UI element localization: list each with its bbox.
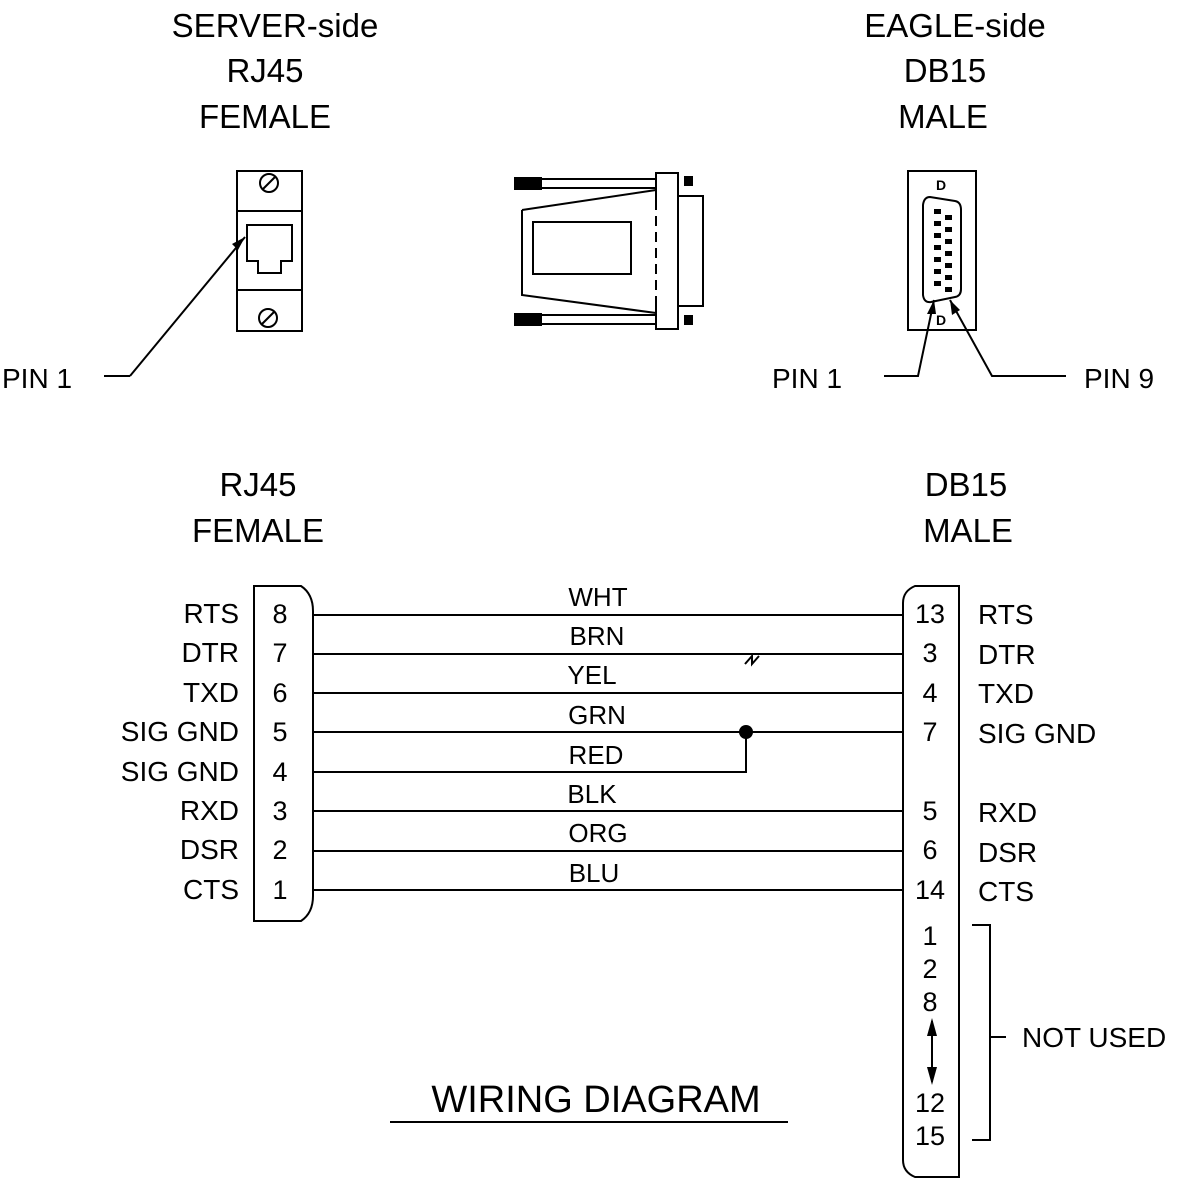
wire-row: TXD 6 YEL 4 TXD bbox=[183, 660, 1034, 709]
left-signal-label: DSR bbox=[180, 834, 239, 865]
server-header-line-1: SERVER-side bbox=[172, 7, 379, 44]
wire-row: CTS 1 BLU 14 CTS bbox=[183, 858, 1034, 907]
wire-color-label: ORG bbox=[568, 818, 627, 848]
db15-pin9-label: PIN 9 bbox=[1084, 363, 1154, 394]
right-pin-number: 4 bbox=[922, 678, 937, 708]
right-signal-label: DSR bbox=[978, 837, 1037, 868]
wire-color-label: BRN bbox=[570, 621, 625, 651]
left-signal-label: DTR bbox=[181, 637, 239, 668]
range-arrow-icon bbox=[927, 1018, 937, 1085]
eagle-header-line-1: EAGLE-side bbox=[864, 7, 1046, 44]
unused-pins-group: 1 2 8 12 15 NOT USED bbox=[915, 921, 1166, 1151]
left-pin-number: 7 bbox=[272, 638, 287, 668]
left-pin-number: 5 bbox=[272, 717, 287, 747]
right-pin-number: 14 bbox=[915, 875, 945, 905]
unused-pin-number: 15 bbox=[915, 1121, 945, 1151]
right-pin-number: 3 bbox=[922, 638, 937, 668]
left-signal-label: RXD bbox=[180, 795, 239, 826]
db15-pin-block bbox=[902, 585, 960, 1178]
rj45-port-icon bbox=[246, 224, 293, 274]
left-pin-number: 1 bbox=[272, 875, 287, 905]
wiring-right-header-line-2: MALE bbox=[923, 512, 1013, 549]
left-pin-number: 6 bbox=[272, 678, 287, 708]
left-pin-number: 4 bbox=[272, 757, 287, 787]
ground-junction-dot bbox=[739, 725, 753, 739]
db15-connector-drawing: D D PIN 1 PIN 9 bbox=[772, 170, 1154, 394]
unused-pin-number: 12 bbox=[915, 1088, 945, 1118]
not-used-bracket bbox=[972, 924, 991, 1141]
db15-pin1-label: PIN 1 bbox=[772, 363, 842, 394]
right-pin-number: 13 bbox=[915, 599, 945, 629]
right-signal-label: SIG GND bbox=[978, 718, 1096, 749]
db15-pin-grid bbox=[934, 209, 952, 292]
wire-color-label: GRN bbox=[568, 700, 626, 730]
adapter-drawing bbox=[514, 172, 704, 330]
right-signal-label: RTS bbox=[978, 599, 1034, 630]
wire-row: DTR 7 BRN 3 DTR bbox=[181, 621, 1035, 670]
stray-mark bbox=[744, 653, 760, 667]
wire-row: SIG GND 5 GRN 7 SIG GND bbox=[121, 700, 1096, 749]
server-header-line-2: RJ45 bbox=[226, 52, 303, 89]
wiring-left-header-line-1: RJ45 bbox=[219, 466, 296, 503]
svg-text:D: D bbox=[936, 177, 946, 193]
left-signal-label: TXD bbox=[183, 677, 239, 708]
wire-color-label: WHT bbox=[568, 582, 627, 612]
left-pin-number: 3 bbox=[272, 796, 287, 826]
svg-text:D: D bbox=[936, 312, 946, 328]
rj45-jack-drawing: PIN 1 bbox=[2, 170, 303, 394]
right-signal-label: CTS bbox=[978, 876, 1034, 907]
not-used-label: NOT USED bbox=[1022, 1022, 1166, 1053]
wire-color-label: BLK bbox=[567, 779, 617, 809]
left-signal-label: RTS bbox=[184, 598, 240, 629]
wire-color-label: YEL bbox=[567, 660, 616, 690]
wire-row: RXD 3 BLK 5 RXD bbox=[180, 779, 1037, 828]
server-header-line-3: FEMALE bbox=[199, 98, 331, 135]
wiring-right-header-line-1: DB15 bbox=[925, 466, 1008, 503]
right-signal-label: RXD bbox=[978, 797, 1037, 828]
wire-row: SIG GND 4 RED bbox=[121, 732, 747, 787]
right-pin-number: 5 bbox=[922, 796, 937, 826]
server-side-header: SERVER-side RJ45 FEMALE bbox=[172, 7, 379, 135]
left-signal-label: SIG GND bbox=[121, 756, 239, 787]
left-pin-number: 8 bbox=[272, 599, 287, 629]
screw-icon bbox=[259, 173, 279, 193]
wire-row: RTS 8 WHT 13 RTS bbox=[184, 582, 1034, 630]
right-signal-label: TXD bbox=[978, 678, 1034, 709]
eagle-side-header: EAGLE-side DB15 MALE bbox=[864, 7, 1046, 135]
unused-pin-number: 8 bbox=[922, 987, 937, 1017]
wire-color-label: BLU bbox=[569, 858, 620, 888]
left-signal-label: SIG GND bbox=[121, 716, 239, 747]
screw-icon bbox=[258, 308, 278, 328]
rj45-pin-block bbox=[253, 585, 314, 922]
left-signal-label: CTS bbox=[183, 874, 239, 905]
wire-row: DSR 2 ORG 6 DSR bbox=[180, 818, 1037, 868]
right-pin-number: 6 bbox=[922, 835, 937, 865]
unused-pin-number: 1 bbox=[922, 921, 937, 951]
wiring-left-header-line-2: FEMALE bbox=[192, 512, 324, 549]
right-pin-number: 7 bbox=[922, 717, 937, 747]
eagle-header-line-2: DB15 bbox=[904, 52, 987, 89]
unused-pin-number: 2 bbox=[922, 954, 937, 984]
right-signal-label: DTR bbox=[978, 639, 1036, 670]
eagle-header-line-3: MALE bbox=[898, 98, 988, 135]
diagram-title: WIRING DIAGRAM bbox=[431, 1079, 760, 1121]
left-pin-number: 2 bbox=[272, 835, 287, 865]
wire-line bbox=[313, 732, 747, 773]
rj45-pin1-label: PIN 1 bbox=[2, 363, 72, 394]
wire-color-label: RED bbox=[569, 740, 624, 770]
